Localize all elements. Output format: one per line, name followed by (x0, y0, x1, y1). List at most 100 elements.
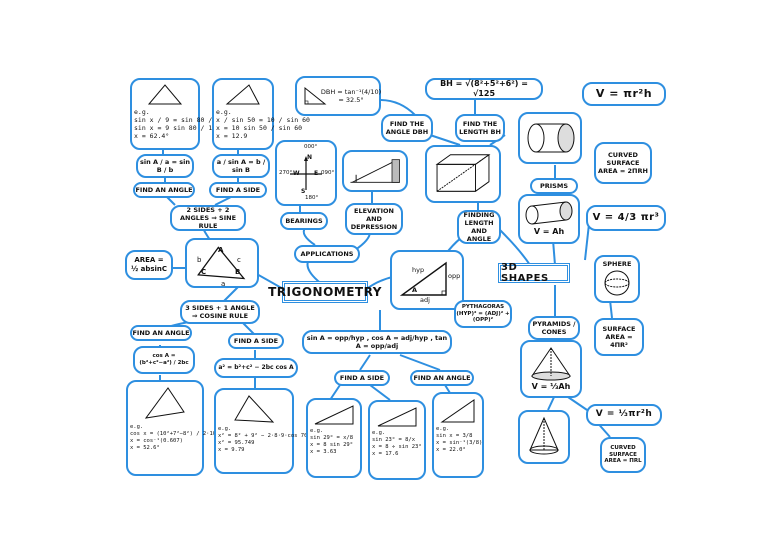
side-b: b (197, 256, 202, 264)
eg-line: e.g. (372, 430, 386, 436)
cylinder-volume-formula: V = πr²h (595, 87, 653, 101)
area-node: AREA = ½ absinC (125, 250, 173, 280)
dbh-formula-line1: DBH = tan⁻¹(4/10) (320, 87, 382, 96)
cliff-angle-icon (350, 159, 400, 183)
cosine-rule-node: 3 SIDES + 1 ANGLE ⇒ COSINE RULE (180, 300, 260, 324)
sine-rule-node: 2 SIDES + 2 ANGLES ⇒ SINE RULE (170, 205, 246, 231)
curved-surface-node: CURVED SURFACE AREA = 2πrh (594, 142, 652, 184)
sphere-icon (604, 270, 630, 296)
eg-line: x = 9.79 (218, 446, 245, 453)
eg-line: sin x / 9 = sin 80 / 10 (134, 116, 225, 125)
shapes-topic-label: 3D SHAPES (501, 262, 549, 284)
bearings-node: BEARINGS (280, 212, 328, 230)
sine-angle-triangle-icon (147, 84, 183, 105)
cosine-angle-triangle-icon (144, 387, 185, 419)
sphere-node: SPHERE (594, 255, 640, 303)
pythagoras-node: PYTHAGORAS (hyp)² = (adj)² + (opp)² (454, 300, 512, 328)
pyramid-icon (531, 347, 571, 381)
eg-line: x = sin⁻¹(3/8) (436, 439, 483, 446)
cosine-rule-label: 3 SIDES + 1 ANGLE ⇒ COSINE RULE (185, 303, 255, 320)
soh-example-2: e.g. sin 23° = 8/x x = 8 ÷ sin 23° x = 1… (368, 400, 426, 480)
labelled-triangle-icon (197, 246, 246, 280)
bearing-270: 270° (279, 170, 293, 176)
cuboid-icon (435, 154, 491, 192)
sine-angle-formula: sin A / a = sin B / b (140, 157, 191, 174)
bh-formula-node: BH = √(8²+5²+6²) = √125 (425, 78, 543, 100)
vertex-b: B (235, 268, 241, 276)
pythagoras-label: PYTHAGORAS (hyp)² = (adj)² + (opp)² (456, 303, 510, 324)
eg-line: x² = 95.749 (218, 439, 255, 446)
soh-find-angle-label: FIND AN ANGLE (413, 373, 471, 382)
side-c: c (237, 256, 241, 264)
cosine-angle-formula-node: cos A = (b²+c²−a²) / 2bc (133, 346, 195, 374)
bh-formula: BH = √(8²+5²+6²) = √125 (440, 79, 528, 98)
find-angle-dbh-label: FIND THE ANGLE DBH (385, 119, 429, 136)
find-angle-dbh-node: FIND THE ANGLE DBH (381, 114, 433, 142)
prism-node: V = Ah (518, 194, 580, 244)
trig-ratios-node: sin A = opp/hyp , cos A = adj/hyp , tan … (302, 330, 452, 354)
eg-line: x = 22.0° (436, 446, 466, 453)
right-triangle-node: hyp opp adj A (390, 250, 464, 310)
dbh-triangle-icon (304, 86, 327, 105)
eg-line: sin x = 3/8 (436, 432, 473, 439)
eg-line: x = cos⁻¹(0.607) (130, 437, 183, 444)
prism-volume-formula: V = Ah (533, 227, 565, 236)
sine-side-example: e.g. x / sin 50 = 10 / sin 60 x = 10 sin… (212, 78, 310, 150)
sine-find-angle-label: FIND AN ANGLE (135, 185, 193, 194)
area-line2: ½ absinC (130, 265, 168, 273)
triangle-node: A B C a b c (185, 238, 259, 288)
soh-example-1: e.g. sin 29° = x/8 x = 8 sin 29° x = 3.6… (306, 398, 362, 478)
prism-icon (525, 201, 573, 225)
cone-icon (529, 416, 559, 455)
eg-line: x = 62.4° (134, 132, 170, 141)
soh-triangle-1-icon (314, 405, 354, 425)
south-label: S (301, 188, 306, 195)
bearings-label: BEARINGS (285, 216, 323, 225)
sine-angle-formula-node: sin A / a = sin B / b (136, 154, 194, 178)
sine-find-side-label: FIND A SIDE (215, 185, 261, 194)
angle-label: A (412, 286, 418, 294)
pyramid-volume-formula: V = ⅓Ah (531, 382, 571, 391)
eg-line: x = 8 sin 29° (310, 441, 354, 448)
pyramids-node: PYRAMIDS / CONES (528, 316, 580, 340)
cone-volume-node: V = ⅓πr²h (586, 404, 662, 426)
eg-line: x = 10 sin 50 / sin 60 (216, 124, 303, 133)
sine-find-angle-node: FIND AN ANGLE (133, 182, 195, 198)
trig-ratios: sin A = opp/hyp , cos A = adj/hyp , tan … (306, 333, 448, 350)
finding-length-angle-node: FINDING LENGTH AND ANGLE (457, 210, 501, 244)
sine-side-triangle-icon (225, 84, 260, 105)
sphere-surface-node: SURFACE AREA = 4πr² (594, 318, 644, 356)
dbh-formula-line2: = 32.5° (338, 96, 364, 104)
vertex-a: A (218, 246, 224, 254)
cosine-find-angle-node: FIND AN ANGLE (130, 325, 192, 341)
hyp-label: hyp (412, 266, 425, 274)
area-line1: AREA = (134, 256, 164, 265)
applications-label: APPLICATIONS (300, 249, 354, 258)
bearing-180: 180° (305, 195, 319, 201)
dbh-node: DBH = tan⁻¹(4/10) = 32.5° (295, 76, 381, 116)
central-topic-label: TRIGONOMETRY (268, 285, 382, 299)
eg-line: e.g. (130, 424, 144, 430)
right-triangle-icon (399, 261, 447, 296)
eg-line: e.g. (134, 108, 150, 116)
sine-side-formula-node: a / sin A = b / sin B (212, 154, 270, 178)
bearing-000: 000° (304, 144, 318, 150)
elevation-label: ELEVATION AND DEPRESSION (350, 206, 398, 232)
eg-line: e.g. (218, 426, 232, 432)
cone-surface-label: CURVED SURFACE AREA = πrl (604, 444, 642, 465)
eg-line: x / sin 50 = 10 / sin 60 (216, 116, 310, 125)
soh-triangle-2-icon (377, 407, 417, 427)
eg-line: sin x = 9 sin 80 / 10 (134, 124, 217, 133)
cosine-find-side-label: FIND A SIDE (233, 336, 279, 345)
opp-label: opp (448, 272, 461, 280)
eg-line: e.g. (310, 428, 324, 434)
eg-line: sin 29° = x/8 (310, 434, 354, 441)
eg-line: x = 52.6° (130, 444, 160, 451)
east-label: E (314, 170, 319, 177)
find-length-bh-node: FIND THE LENGTH BH (455, 114, 505, 142)
cosine-find-side-node: FIND A SIDE (228, 333, 284, 349)
eg-line: x = 3.63 (310, 448, 337, 455)
cone-surface-node: CURVED SURFACE AREA = πrl (600, 437, 646, 473)
soh-triangle-3-icon (440, 399, 475, 423)
